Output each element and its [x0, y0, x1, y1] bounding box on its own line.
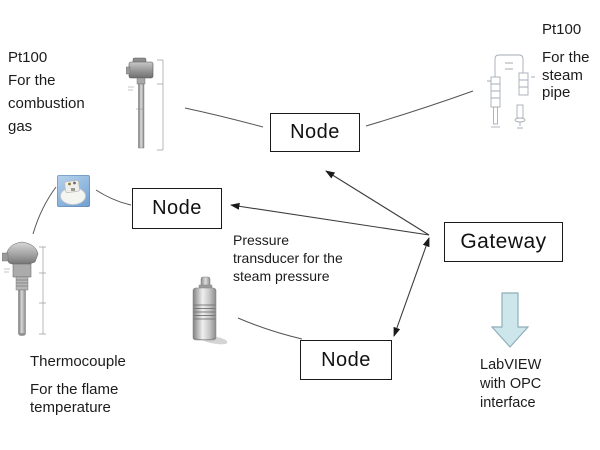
gateway-box: Gateway — [444, 222, 563, 262]
line-combustion-sensor-to-node-top — [184, 107, 264, 128]
pressure-transducer-label: Pressure transducer for the steam pressu… — [233, 232, 343, 284]
steam-pipe-sensor-drawing — [487, 54, 535, 129]
line-node-icon-to-node-left — [95, 189, 132, 206]
pt100-steam-title: Pt100 — [542, 21, 582, 38]
pt100-steam-description: For the steam pipe — [542, 49, 590, 101]
node-top-label: Node — [290, 121, 340, 143]
down-block-arrow-icon — [491, 292, 529, 348]
line-pressure-sensor-to-node-bottom — [237, 317, 303, 340]
gateway-label: Gateway — [460, 230, 547, 253]
line-thermocouple-to-node-icon — [32, 186, 57, 235]
pressure-transducer-image — [192, 276, 227, 345]
arrow-gateway-to-node-bottom — [393, 237, 430, 337]
thermocouple-sensor-image — [2, 241, 46, 336]
node-bottom-label: Node — [321, 348, 371, 371]
node-left-box: Node — [132, 188, 222, 229]
node-left-label: Node — [152, 197, 202, 219]
node-bottom-box: Node — [300, 340, 392, 380]
line-node-top-to-steam-sensor — [365, 90, 474, 127]
arrow-gateway-to-node-top — [325, 170, 430, 236]
thermocouple-title: Thermocouple — [30, 353, 126, 370]
labview-opc-label: LabVIEW with OPC interface — [480, 357, 542, 411]
thermocouple-description: For the flame temperature — [30, 381, 119, 416]
pt100-combustion-label: Pt100 For the combustion gas — [8, 49, 85, 135]
wireless-node-module-graphic — [60, 179, 86, 205]
wireless-node-module-icon — [57, 175, 90, 207]
pt100-combustion-sensor-image — [126, 57, 164, 151]
node-top-box: Node — [270, 113, 360, 152]
